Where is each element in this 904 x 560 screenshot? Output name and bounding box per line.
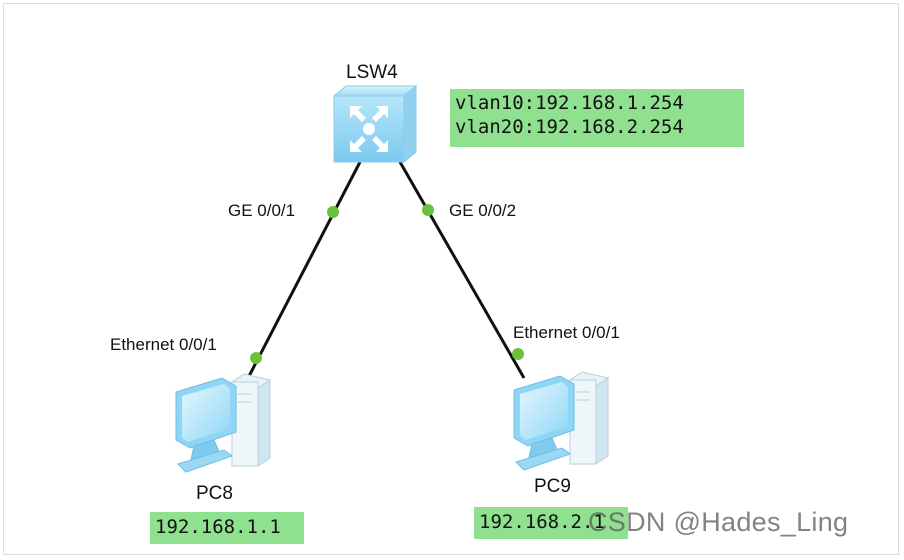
vlan20-ip: vlan20:192.168.2.254 bbox=[455, 116, 684, 138]
switch-name: LSW4 bbox=[346, 62, 398, 83]
pc-icon[interactable] bbox=[504, 370, 612, 479]
port-dot-ge001 bbox=[327, 206, 339, 218]
pc8-name: PC8 bbox=[196, 483, 233, 504]
link-lsw4-pc9 bbox=[398, 161, 526, 379]
pc9-name: PC9 bbox=[534, 476, 571, 497]
pc9-port: Ethernet 0/0/1 bbox=[513, 323, 620, 342]
port-dot-pc8-eth bbox=[250, 352, 262, 364]
switch-port-ge001: GE 0/0/1 bbox=[228, 201, 296, 220]
pc8-ip-box: 192.168.1.1 bbox=[150, 512, 304, 544]
pc9-ip: 192.168.2.1 bbox=[479, 511, 605, 533]
diagram-frame bbox=[3, 3, 899, 555]
pc-icon[interactable] bbox=[166, 372, 274, 481]
pc8-ip: 192.168.1.1 bbox=[155, 516, 281, 538]
switch-port-ge002: GE 0/0/2 bbox=[449, 201, 517, 220]
port-dot-pc9-eth bbox=[512, 348, 524, 360]
csdn-watermark: CSDN @Hades_Ling bbox=[588, 507, 849, 537]
port-dot-ge002 bbox=[422, 204, 434, 216]
vlan10-ip: vlan10:192.168.1.254 bbox=[455, 92, 684, 114]
pc8-port: Ethernet 0/0/1 bbox=[110, 335, 217, 354]
link-lsw4-pc8 bbox=[245, 161, 362, 381]
l3-switch-icon[interactable] bbox=[330, 84, 420, 171]
pc9-ip-box: 192.168.2.1 bbox=[474, 507, 628, 539]
switch-vlan-ip-box: vlan10:192.168.1.254 vlan20:192.168.2.25… bbox=[450, 89, 744, 147]
